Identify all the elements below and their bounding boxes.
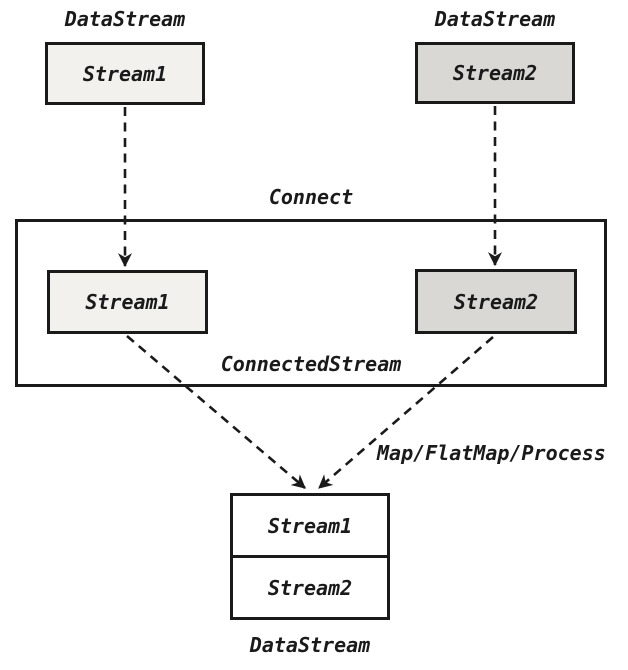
map-flatmap-process-label: Map/FlatMap/Process — [377, 441, 606, 465]
source-box-stream2-label: Stream2 — [452, 61, 538, 85]
source-box-stream1-label: Stream1 — [82, 61, 168, 86]
datastream-type-label-bottom: DataStream — [249, 633, 371, 657]
connected-box-stream1: Stream1 — [47, 270, 208, 334]
connected-box-stream2-label: Stream2 — [453, 289, 539, 314]
datastream-type-label-left: DataStream — [64, 7, 186, 31]
output-cell-stream2: Stream2 — [233, 555, 387, 617]
connect-operation-label: Connect — [268, 185, 354, 209]
output-datastream-box: Stream1 Stream2 — [230, 493, 390, 620]
connected-stream-result-label: ConnectedStream — [220, 352, 402, 376]
connected-box-stream2: Stream2 — [415, 269, 577, 334]
source-box-stream1: Stream1 — [45, 42, 205, 105]
connected-box-stream1-label: Stream1 — [85, 290, 170, 314]
output-cell-stream1: Stream1 — [267, 513, 353, 538]
source-box-stream2: Stream2 — [415, 42, 575, 104]
datastream-type-label-right: DataStream — [434, 7, 556, 31]
